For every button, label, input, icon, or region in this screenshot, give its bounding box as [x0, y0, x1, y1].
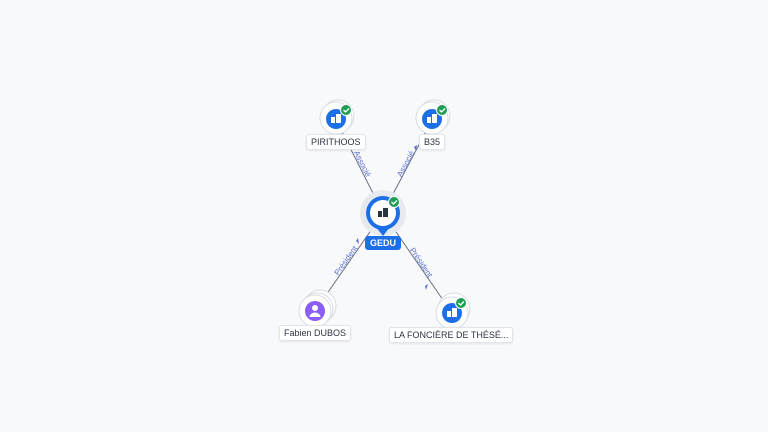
node-fabien-dubos[interactable]: [298, 289, 337, 328]
verified-badge-icon: [436, 104, 448, 116]
node-label-fabien-dubos[interactable]: Fabien DUBOS: [279, 325, 352, 341]
company-icon: [427, 114, 437, 123]
company-icon: [378, 208, 388, 217]
edge-arrow-b35: [414, 145, 417, 151]
verified-badge-icon: [455, 297, 467, 309]
edge-label-b35: Associé: [395, 149, 416, 178]
edge-label-pirithoos: Associé: [352, 149, 373, 179]
edge-label-fonciere: Président: [408, 246, 435, 280]
edge-label-fabien: Président: [333, 244, 360, 277]
edge-arrow-fonciere: [425, 284, 428, 290]
node-label-gedu[interactable]: GEDU: [365, 236, 402, 250]
edge-arrow-fabien: [356, 238, 359, 244]
company-icon: [331, 114, 341, 123]
node-label-pirithoos[interactable]: PIRITHOOS: [306, 134, 366, 150]
node-la-fonciere[interactable]: [435, 292, 471, 330]
node-b35[interactable]: [415, 99, 451, 135]
person-icon: [309, 305, 321, 317]
node-gedu-center[interactable]: [360, 190, 406, 236]
node-pirithoos[interactable]: [319, 99, 355, 135]
node-label-b35[interactable]: B35: [419, 134, 446, 150]
node-label-la-fonciere[interactable]: LA FONCIÈRE DE THÉSÉ...: [389, 327, 514, 343]
verified-badge-icon: [388, 196, 400, 208]
verified-badge-icon: [340, 104, 352, 116]
company-icon: [447, 308, 457, 317]
